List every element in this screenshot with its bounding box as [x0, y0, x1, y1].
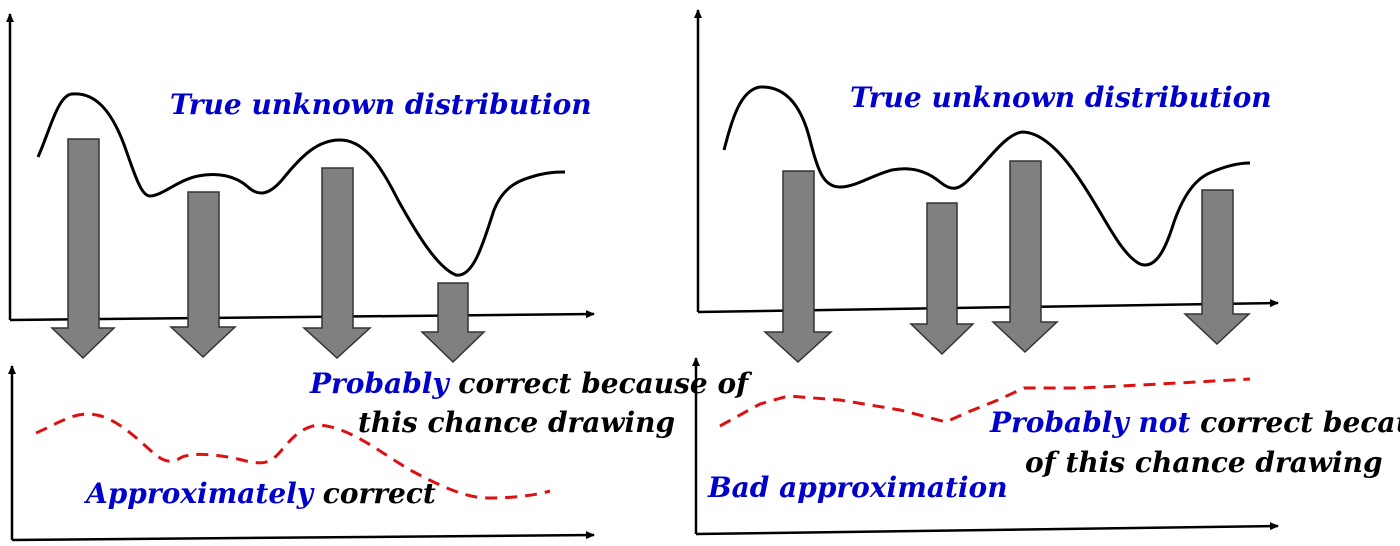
- right-sample-arrow-4: [1183, 189, 1251, 346]
- left-note-line2: this chance drawing: [358, 406, 675, 439]
- left-note-emphasis: Probably: [309, 367, 450, 400]
- right-note-line1-rest: correct because: [1190, 406, 1400, 439]
- left-true-distribution-label: True unknown distribution: [170, 88, 592, 121]
- left-note-line1-rest: correct because of: [449, 367, 753, 400]
- right-result-label: Bad approximation: [707, 471, 1008, 504]
- right-probably-not-note: Probably not correct because of this cha…: [989, 406, 1400, 479]
- right-true-distribution-label: True unknown distribution: [850, 81, 1272, 114]
- right-note-emphasis: Probably not: [989, 406, 1190, 439]
- right-sample-arrow-3: [991, 160, 1059, 354]
- right-approximation-curve: [719, 377, 1251, 428]
- left-true-distribution-curve: [36, 92, 566, 277]
- left-sample-arrow-3: [302, 167, 372, 360]
- left-result-rest: correct: [313, 477, 436, 510]
- right-sample-arrow-1: [763, 170, 833, 364]
- right-true-distribution-curve: [722, 85, 1251, 267]
- left-approximation-curve: [35, 412, 551, 500]
- left-result-emphasis: Approximately: [83, 477, 315, 510]
- left-panel: True unknown distribution Probably corre…: [5, 13, 758, 542]
- right-bottom-x-axis: [695, 522, 1279, 536]
- left-result-label: Approximately correct: [83, 477, 436, 510]
- right-panel: True unknown distribution Probably not c…: [692, 9, 1400, 536]
- right-note-line2: of this chance drawing: [1025, 446, 1383, 479]
- left-top-x-axis: [9, 310, 595, 322]
- left-sample-arrow-1: [50, 138, 116, 360]
- left-bottom-x-axis: [11, 531, 595, 542]
- left-probably-correct-note: Probably correct because of this chance …: [309, 367, 758, 439]
- left-sample-arrow-4: [420, 282, 486, 364]
- left-sample-arrow-2: [169, 191, 237, 359]
- right-sample-arrow-2: [909, 202, 975, 356]
